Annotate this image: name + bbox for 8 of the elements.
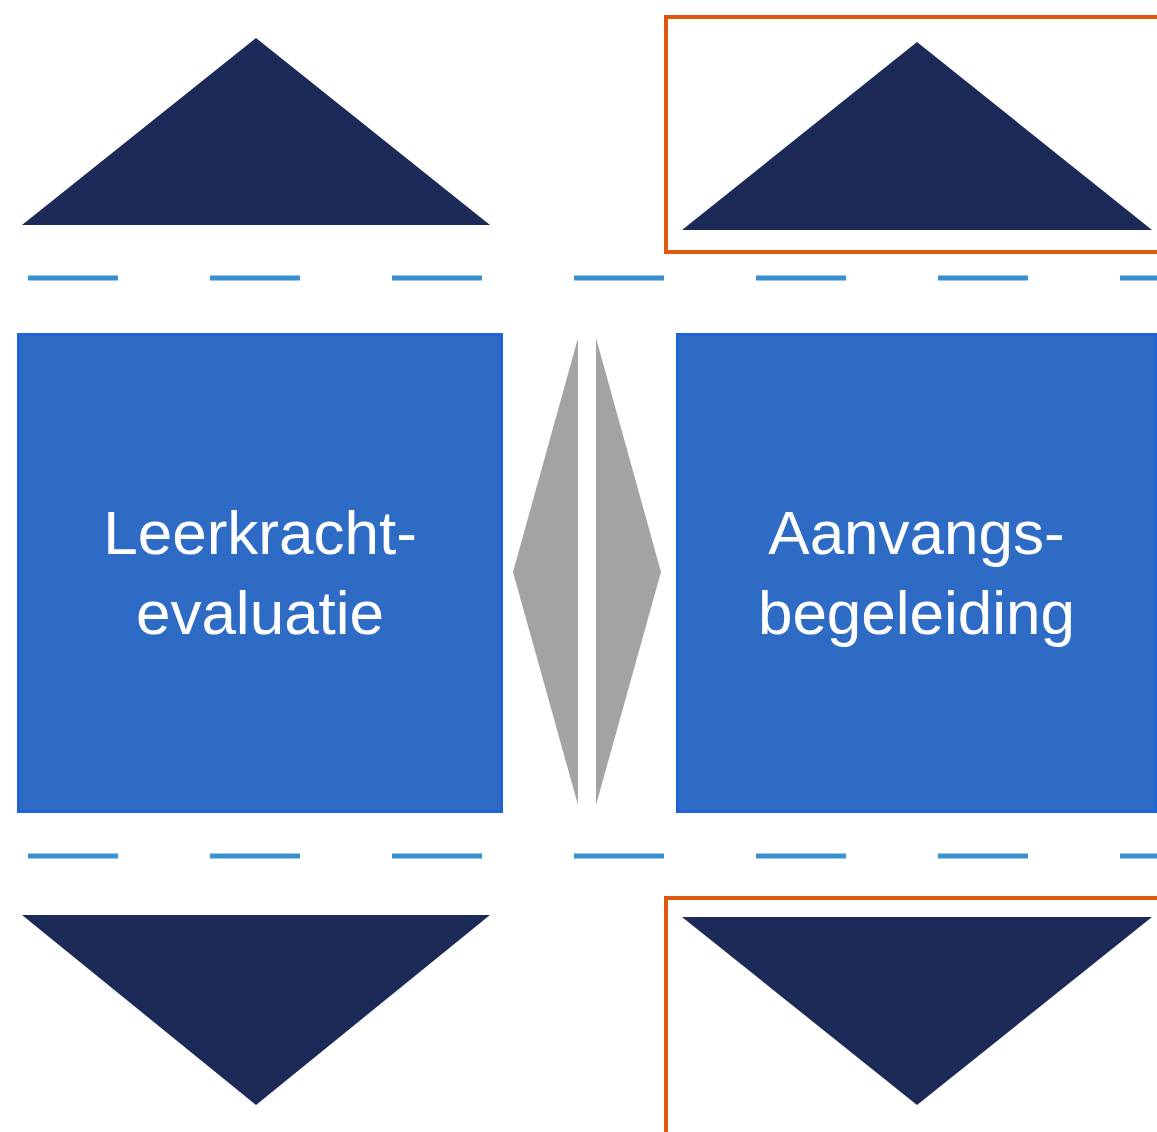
box-label: Leerkracht- evaluatie [102,497,418,649]
down-triangle [682,917,1152,1105]
up-triangle [22,38,490,225]
box-label: Aanvangs- begeleiding [756,497,1077,649]
up-triangle [682,42,1152,230]
down-triangle [22,915,490,1105]
process-box [17,333,503,813]
process-box [676,333,1157,813]
